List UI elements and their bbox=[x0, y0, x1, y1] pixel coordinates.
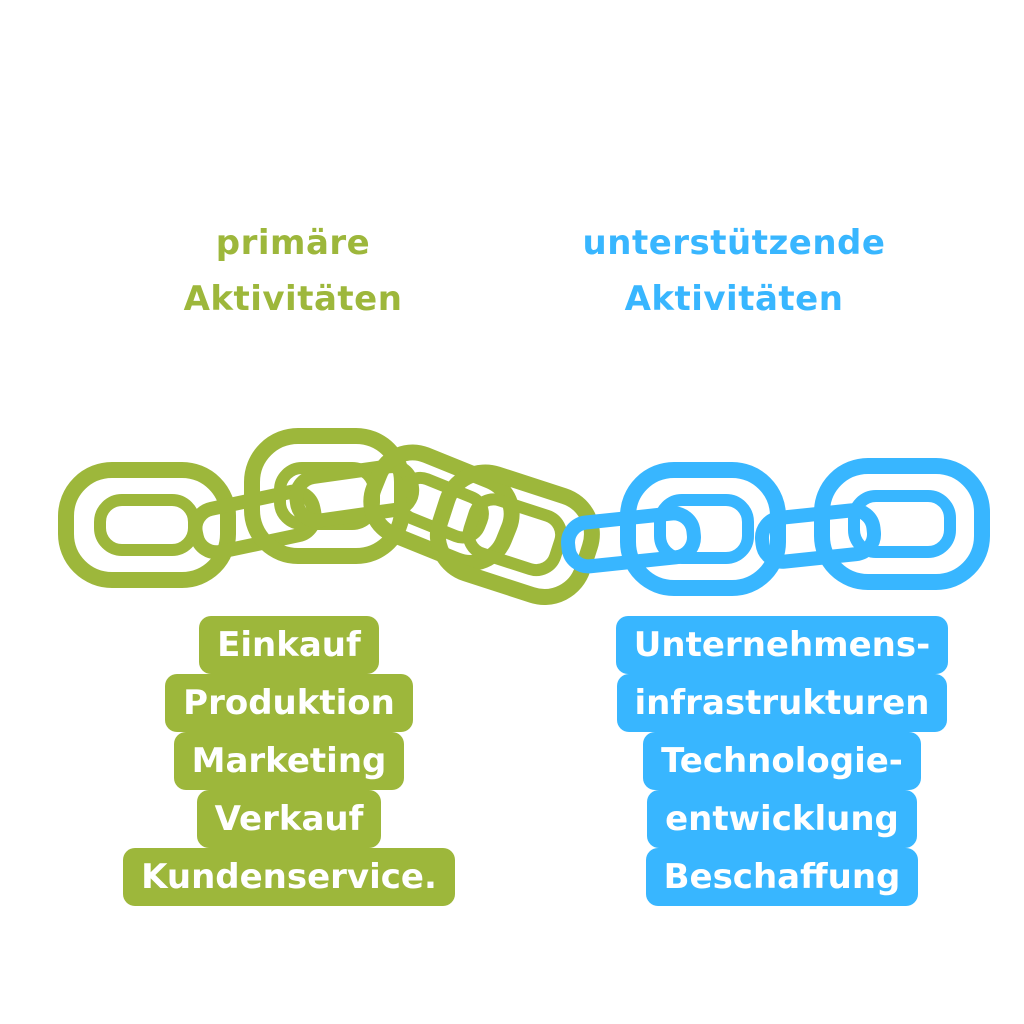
primary-heading-line-1: primäre bbox=[215, 223, 371, 263]
primary-item-verkauf: Verkauf bbox=[196, 790, 382, 848]
primary-item-kundenservice: Kundenservice. bbox=[123, 848, 455, 906]
chain-link-primary-1 bbox=[58, 462, 236, 588]
chain-link-primary-1-inner bbox=[94, 494, 200, 556]
primary-chain-segment bbox=[58, 428, 600, 605]
support-item-entwicklung: entwicklung bbox=[647, 790, 917, 848]
support-chain-segment bbox=[561, 458, 990, 596]
chain-link-support-1 bbox=[620, 462, 786, 596]
primary-item-einkauf: Einkauf bbox=[199, 616, 379, 674]
support-item-infrastrukturen: infrastrukturen bbox=[616, 674, 948, 732]
primary-heading-line-2: Aktivitäten bbox=[183, 279, 403, 319]
chain-link-support-2 bbox=[814, 458, 990, 590]
primary-activities-heading: primäre Aktivitäten bbox=[103, 215, 483, 327]
chain-link-support-2-inner bbox=[848, 490, 956, 558]
support-activities-list: Unternehmens- infrastrukturen Technologi… bbox=[592, 616, 972, 906]
support-heading-line-1: unterstützende bbox=[582, 223, 886, 263]
chain-link-primary-4 bbox=[429, 464, 600, 605]
support-activities-heading: unterstützende Aktivitäten bbox=[544, 215, 924, 327]
primary-item-marketing: Marketing bbox=[173, 732, 405, 790]
support-item-beschaffung: Beschaffung bbox=[645, 848, 919, 906]
primary-item-produktion: Produktion bbox=[165, 674, 413, 732]
support-heading-line-2: Aktivitäten bbox=[624, 279, 844, 319]
support-item-unternehmens: Unternehmens- bbox=[615, 616, 949, 674]
chain-link-support-1-inner bbox=[654, 494, 754, 564]
support-item-technologie: Technologie- bbox=[643, 732, 921, 790]
primary-activities-list: Einkauf Produktion Marketing Verkauf Kun… bbox=[97, 616, 481, 906]
